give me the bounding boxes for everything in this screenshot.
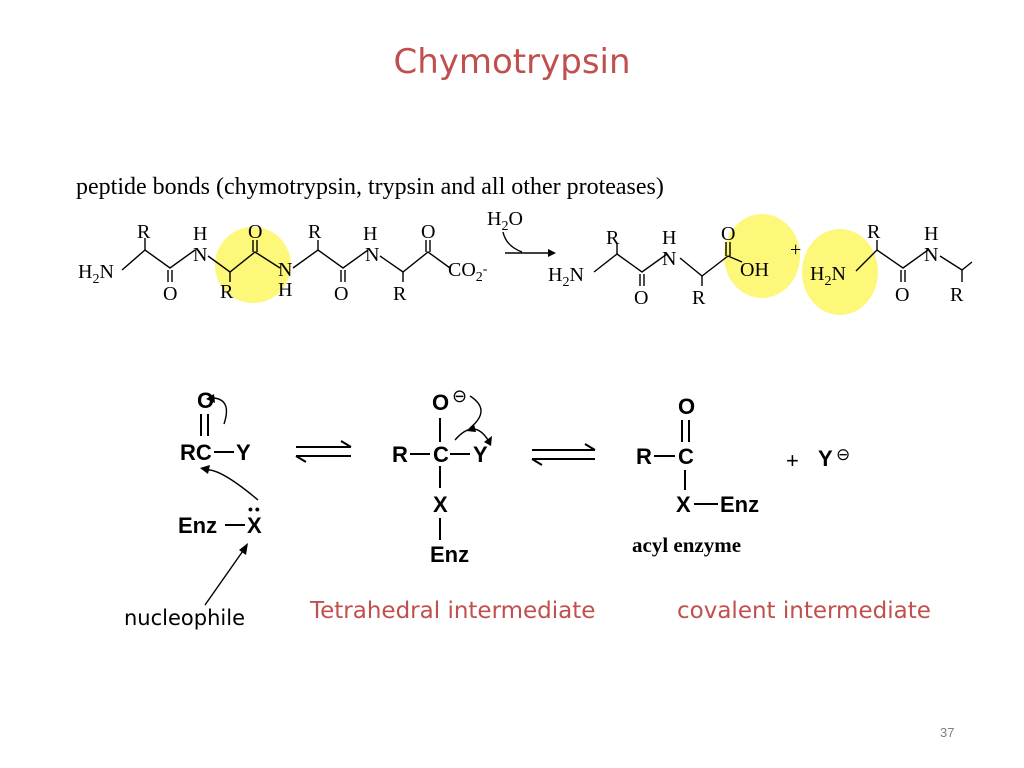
atom-label: N	[924, 244, 938, 266]
leaving-group-label: Y	[818, 446, 833, 471]
atom-label: R	[137, 221, 151, 243]
equilibrium-arrow-2	[531, 443, 596, 466]
atom-label: C	[678, 444, 694, 469]
atom-label: R	[867, 221, 881, 243]
atom-label: O	[163, 283, 177, 305]
atom-label: O	[421, 221, 435, 243]
equilibrium-arrow-1	[295, 440, 352, 463]
water-label: H2O	[487, 208, 523, 234]
atom-label: Y	[473, 442, 488, 467]
atom-label: H	[363, 223, 377, 245]
hydrolysis-arrow: H2O	[487, 208, 556, 257]
atom-label: R	[393, 283, 407, 305]
atom-label: O	[634, 287, 648, 309]
atom-label: Y	[236, 440, 251, 465]
negative-charge: ⊖	[836, 445, 850, 464]
atom-label: O	[197, 388, 214, 413]
atom-label: R	[606, 227, 620, 249]
enzyme-label: Enz	[178, 513, 217, 538]
atom-label: O	[334, 283, 348, 305]
negative-charge: ⊖	[452, 386, 467, 406]
atom-label: O	[678, 394, 695, 419]
c-terminus-label: OH	[740, 259, 769, 281]
atom-label: R	[308, 221, 322, 243]
mechanism-step3: O R C X Enz acyl enzyme	[632, 394, 759, 557]
atom-label: R	[392, 442, 408, 467]
plus-sign: +	[786, 448, 799, 473]
atom-label: N	[662, 248, 676, 270]
atom-label: X	[433, 492, 448, 517]
atom-label: H	[662, 227, 676, 249]
atom-label: H	[924, 223, 938, 245]
nucleophile-caption: nucleophile	[124, 606, 245, 630]
atom-label: N	[278, 259, 292, 281]
mechanism-step2: O ⊖ R C Y X Enz	[392, 386, 492, 567]
atom-label: N	[365, 244, 379, 266]
peptide-left: H2N R H N O O R N H R H N O	[78, 221, 488, 305]
atom-label: R	[692, 287, 706, 309]
c-terminus-label: CO2-	[448, 259, 488, 285]
covalent-caption: covalent intermediate	[677, 598, 931, 624]
peptide-right-a: H2N R H N O O R OH	[548, 223, 769, 309]
atom-label: H	[193, 223, 207, 245]
enzyme-label: Enz	[720, 492, 759, 517]
atom-label: X	[676, 492, 691, 517]
atom-label: R	[636, 444, 652, 469]
plus-sign: +	[790, 239, 801, 261]
n-terminus-label: H2N	[810, 263, 846, 289]
atom-label: RC	[180, 440, 212, 465]
atom-label: O	[895, 284, 909, 306]
atom-label: H	[278, 279, 292, 301]
carboxyl-highlight	[724, 214, 800, 298]
nucleophile-pointer-arrow	[204, 543, 248, 606]
n-terminus-label: H2N	[78, 261, 114, 287]
slide-title: Chymotrypsin	[393, 42, 631, 82]
amine-highlight	[802, 229, 878, 315]
peptide-bond-highlight	[215, 227, 291, 303]
lone-pair-dots: ••	[248, 501, 262, 517]
atom-label: O	[248, 221, 262, 243]
atom-label: R	[950, 284, 964, 306]
atom-label: O	[721, 223, 735, 245]
enzyme-label: Enz	[430, 542, 469, 567]
atom-label: N	[193, 244, 207, 266]
page-number: 37	[940, 725, 955, 740]
atom-label: X	[247, 513, 262, 538]
n-terminus-label: H2N	[548, 264, 584, 290]
atom-label: R	[220, 281, 234, 303]
peptide-right-b: H2N R H N O R	[810, 221, 973, 306]
tetrahedral-caption: Tetrahedral intermediate	[310, 598, 596, 624]
atom-label: O	[432, 390, 449, 415]
mechanism-step1: O RC Y Enz X ••	[178, 388, 262, 538]
slide-subtitle: peptide bonds (chymotrypsin, trypsin and…	[76, 174, 664, 200]
atom-label: C	[433, 442, 449, 467]
acyl-enzyme-label: acyl enzyme	[632, 533, 741, 557]
